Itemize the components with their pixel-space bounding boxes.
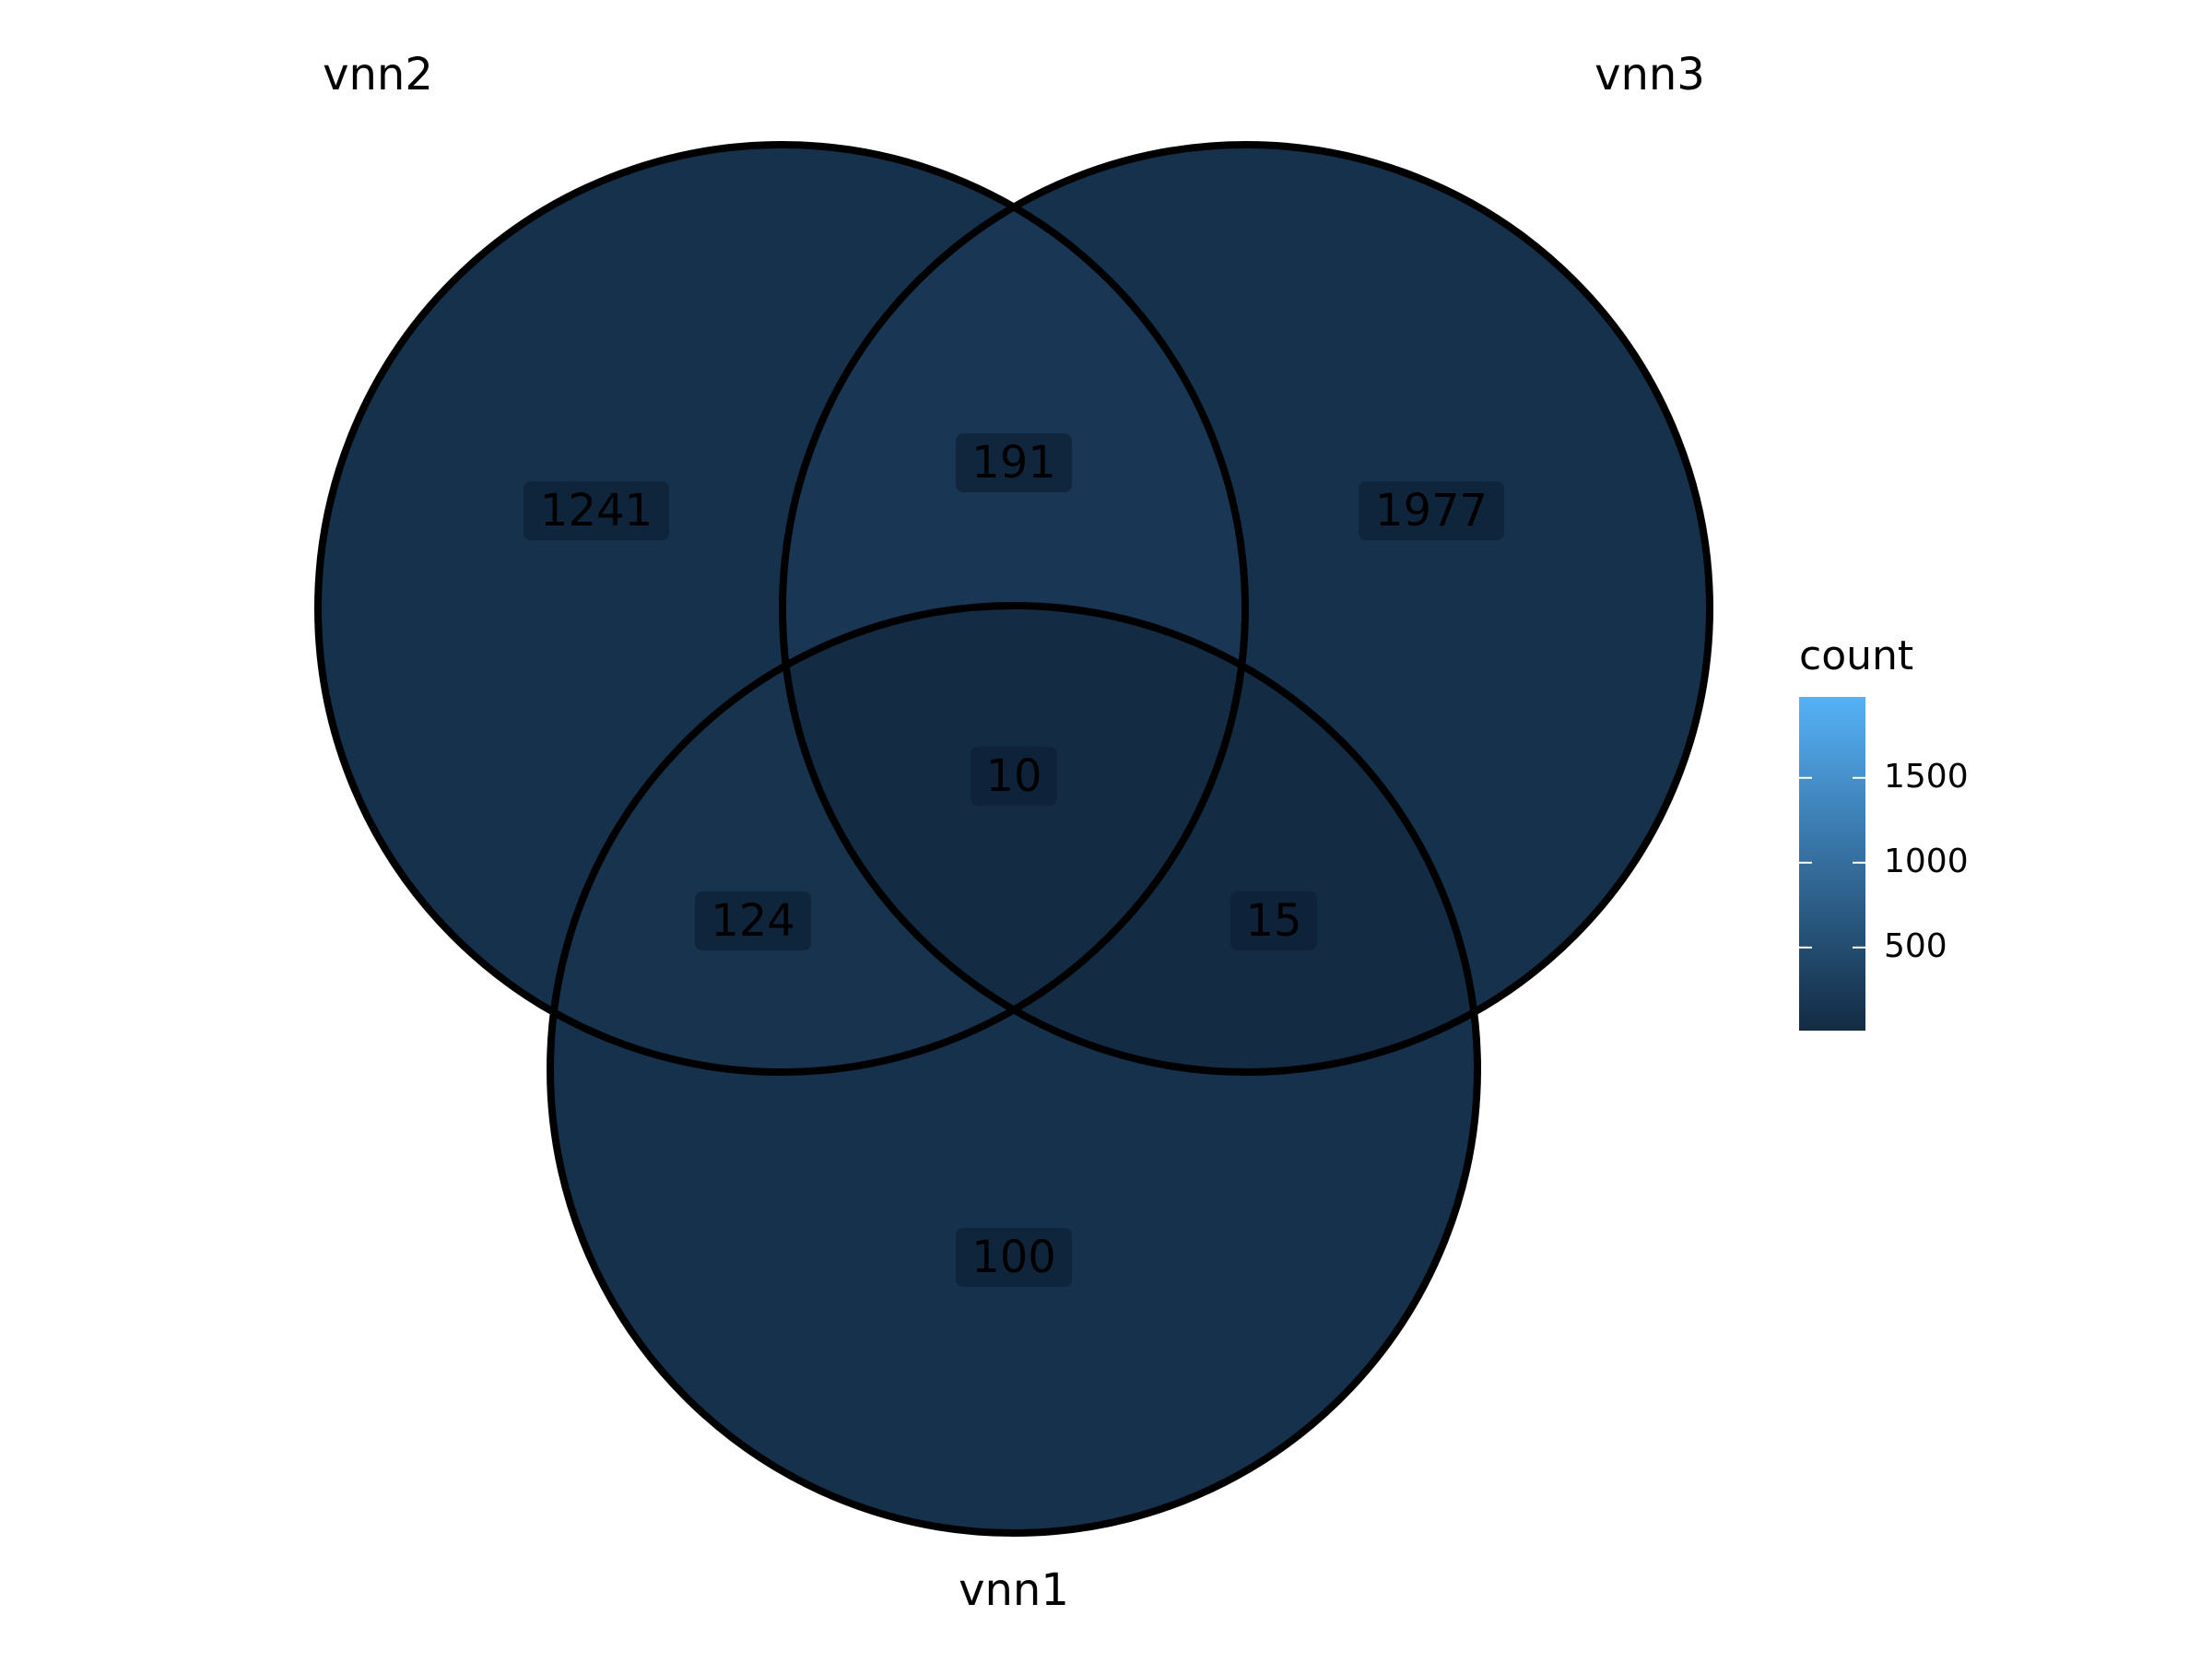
legend-tick-label: 500 xyxy=(1884,927,1947,965)
legend-tick-label: 1000 xyxy=(1884,843,1969,880)
count-text-vnn1-vnn2-vnn3: 10 xyxy=(985,750,1041,802)
count-label-vnn2: 1241 xyxy=(524,481,669,540)
count-label-vnn1-vnn2: 124 xyxy=(695,891,811,950)
count-label-vnn2-vnn3: 191 xyxy=(956,433,1072,492)
legend-tick-label: 1500 xyxy=(1884,758,1969,796)
count-text-vnn3: 1977 xyxy=(1375,485,1488,537)
count-text-vnn1-vnn2: 124 xyxy=(711,895,795,947)
count-text-vnn1: 100 xyxy=(971,1232,1056,1283)
legend-title: count xyxy=(1799,632,1913,679)
circle-outline-vnn3 xyxy=(779,141,1713,1076)
count-label-vnn1-vnn3: 15 xyxy=(1230,891,1317,950)
count-text-vnn2-vnn3: 191 xyxy=(971,437,1056,489)
count-text-vnn1-vnn3: 15 xyxy=(1245,895,1301,947)
count-label-vnn3: 1977 xyxy=(1359,481,1504,540)
set-label-vnn2: vnn2 xyxy=(323,49,433,100)
set-label-vnn3: vnn3 xyxy=(1594,49,1705,100)
count-text-vnn2: 1241 xyxy=(540,485,653,537)
set-label-vnn1: vnn1 xyxy=(959,1564,1069,1616)
region-vnn1-vnn2-vnn3 xyxy=(782,606,1245,1072)
legend: count 500 1000 1500 xyxy=(1799,632,1969,1031)
circle-outline-vnn1 xyxy=(547,602,1481,1537)
count-label-vnn1-vnn2-vnn3: 10 xyxy=(971,747,1057,806)
legend-colorbar xyxy=(1799,697,1865,1031)
circle-outline-vnn2 xyxy=(314,141,1249,1076)
count-label-vnn1: 100 xyxy=(956,1228,1072,1287)
